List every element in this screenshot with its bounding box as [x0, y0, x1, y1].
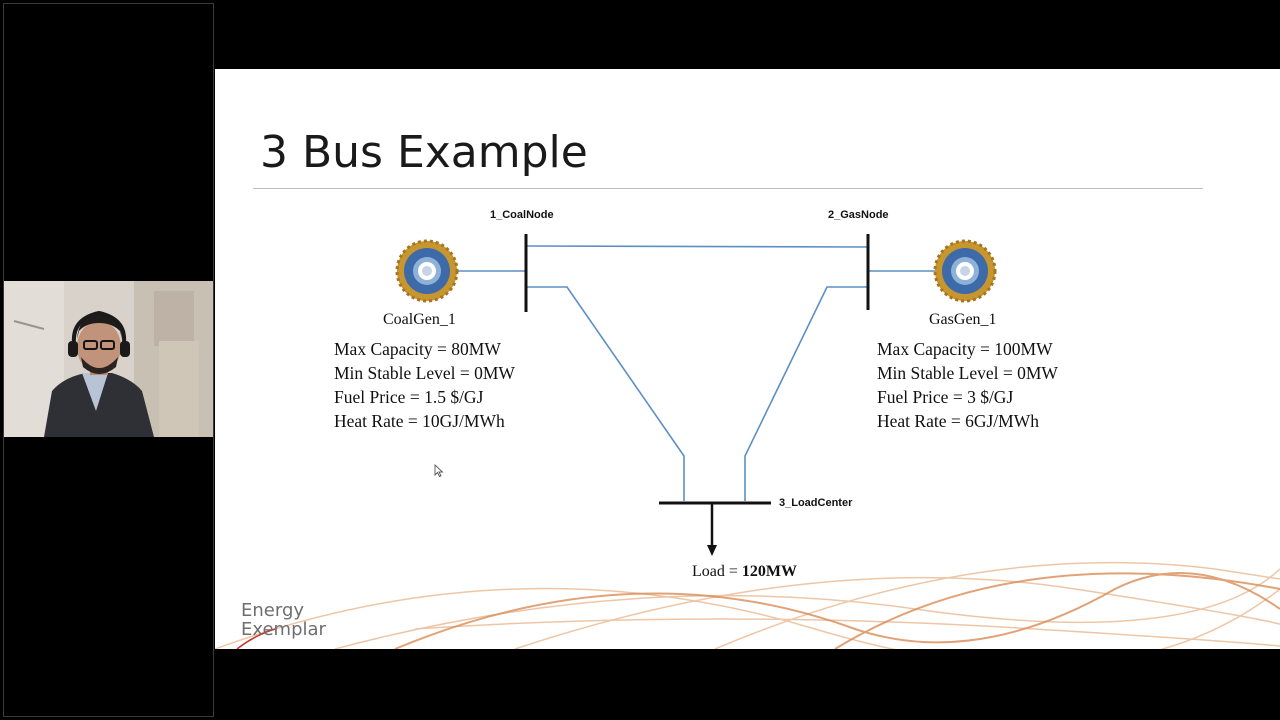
coalgen-max-capacity: Max Capacity = 80MW: [334, 339, 501, 359]
slide-graphics: [215, 234, 1280, 649]
transmission-lines: [457, 245, 955, 501]
node-label-load: 3_LoadCenter: [779, 497, 853, 509]
company-logo: Energy Exemplar: [241, 601, 326, 639]
load-label-text: Load =: [692, 563, 742, 580]
slide-title: 3 Bus Example: [260, 127, 588, 178]
line-coalnode-to-gasnode: [525, 245, 869, 248]
gasgen-fuel-price: Fuel Price = 3 $/GJ: [877, 387, 1014, 407]
decorative-waves-strong: [394, 572, 1280, 649]
generator-icon: [395, 239, 459, 303]
coalgen-min-stable-level: Min Stable Level = 0MW: [334, 363, 515, 383]
logo-accent: [236, 628, 276, 649]
coalgen-heat-rate: Heat Rate = 10GJ/MWh: [334, 411, 505, 431]
gasgen-min-stable-level: Min Stable Level = 0MW: [877, 363, 1058, 383]
mouse-cursor-icon: [434, 464, 444, 478]
line-gasnode-to-loadcenter: [744, 286, 868, 501]
gasgen-properties: Max Capacity = 100MW Min Stable Level = …: [877, 337, 1058, 433]
node-label-coal: 1_CoalNode: [490, 209, 554, 221]
generator-name-coal: CoalGen_1: [383, 311, 456, 328]
logo-line-2: Exemplar: [241, 619, 326, 640]
node-label-gas: 2_GasNode: [828, 209, 889, 221]
webcam-feed: [4, 281, 213, 437]
gasgen-heat-rate: Heat Rate = 6GJ/MWh: [877, 411, 1039, 431]
generator-icon: [933, 239, 997, 303]
line-coalnode-to-loadcenter: [526, 286, 685, 501]
gasgen-max-capacity: Max Capacity = 100MW: [877, 339, 1053, 359]
title-divider: [253, 188, 1203, 189]
logo-line-1: Energy: [241, 600, 305, 621]
load-label: Load = 120MW: [692, 563, 797, 581]
load-value: 120MW: [741, 563, 798, 580]
load-arrow-icon: [707, 545, 717, 556]
presentation-slide: 3 Bus Example 1_CoalNode 2_GasNode 3_Loa…: [215, 69, 1280, 649]
generator-name-gas: GasGen_1: [929, 311, 997, 328]
coalgen-properties: Max Capacity = 80MW Min Stable Level = 0…: [334, 337, 515, 433]
coalgen-fuel-price: Fuel Price = 1.5 $/GJ: [334, 387, 484, 407]
presenter-video: [4, 281, 213, 437]
